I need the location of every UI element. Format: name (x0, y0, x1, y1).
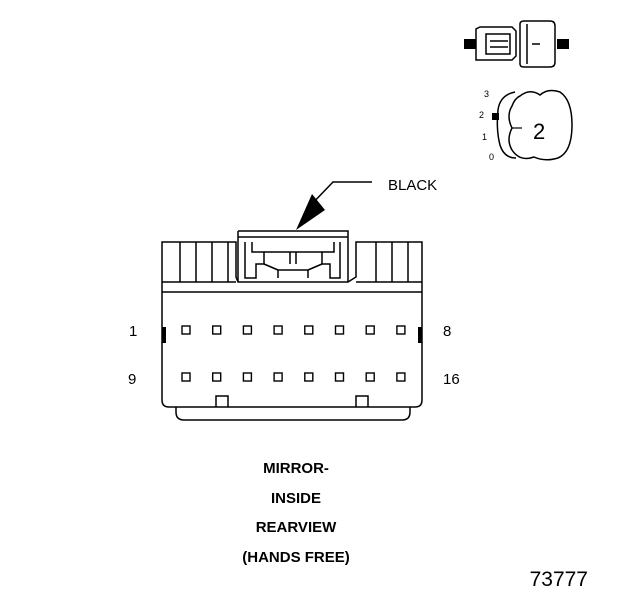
pin-cavity-7 (365, 325, 375, 335)
pin-label-1: 1 (129, 323, 137, 340)
pin-cavities (181, 325, 406, 382)
pin-label-8: 8 (443, 323, 451, 340)
pin-cavity-4 (273, 325, 283, 335)
connector-latch-housing (237, 230, 349, 282)
connector-color-label: BLACK (388, 177, 437, 194)
callout-arrow (296, 194, 325, 230)
pin-cavity-5 (304, 325, 314, 335)
locator-scale-3: 3 (484, 89, 489, 99)
pin-cavity-6 (334, 325, 345, 335)
pin-cavity-1 (181, 325, 191, 335)
pin-label-9: 9 (128, 371, 136, 388)
locator-scale-0: 0 (489, 152, 494, 162)
connector-body (161, 241, 423, 408)
pin-cavity-11 (242, 372, 253, 382)
pin-cavity-9 (181, 372, 191, 382)
connector-caption: MIRROR- INSIDE REARVIEW (HANDS FREE) (242, 460, 350, 566)
pin-cavity-15 (365, 372, 375, 382)
side-key-right (418, 327, 422, 343)
caption-line-2: INSIDE (271, 490, 321, 507)
figure-number: 73777 (530, 568, 588, 591)
pin-cavity-16 (396, 372, 406, 382)
pin-cavity-14 (334, 372, 345, 382)
pin-cavity-10 (211, 372, 222, 382)
color-callout: BLACK (296, 177, 437, 230)
locator-housing-front (508, 89, 573, 161)
pin-cavity-8 (396, 325, 406, 335)
locator-scale-1: 1 (482, 132, 487, 142)
locator-position-value: 2 (533, 119, 545, 144)
connector-face-view (161, 230, 423, 421)
caption-line-1: MIRROR- (263, 460, 329, 477)
pin-cavity-12 (273, 372, 283, 382)
pin-label-16: 16 (443, 371, 460, 388)
locator-housing-back (496, 91, 517, 159)
pin-cavity-3 (242, 325, 253, 335)
pin-cavity-2 (211, 325, 222, 335)
connector-side-view-icon (464, 20, 569, 68)
locator-icon: 3 2 1 0 2 (479, 89, 573, 162)
connector-bottom-lip (175, 407, 411, 421)
caption-line-4: (HANDS FREE) (242, 549, 350, 566)
side-key-left (162, 327, 166, 343)
pin-cavity-13 (304, 372, 314, 382)
caption-line-3: REARVIEW (256, 519, 337, 536)
locator-scale-2: 2 (479, 110, 484, 120)
locator-marker (492, 113, 499, 120)
